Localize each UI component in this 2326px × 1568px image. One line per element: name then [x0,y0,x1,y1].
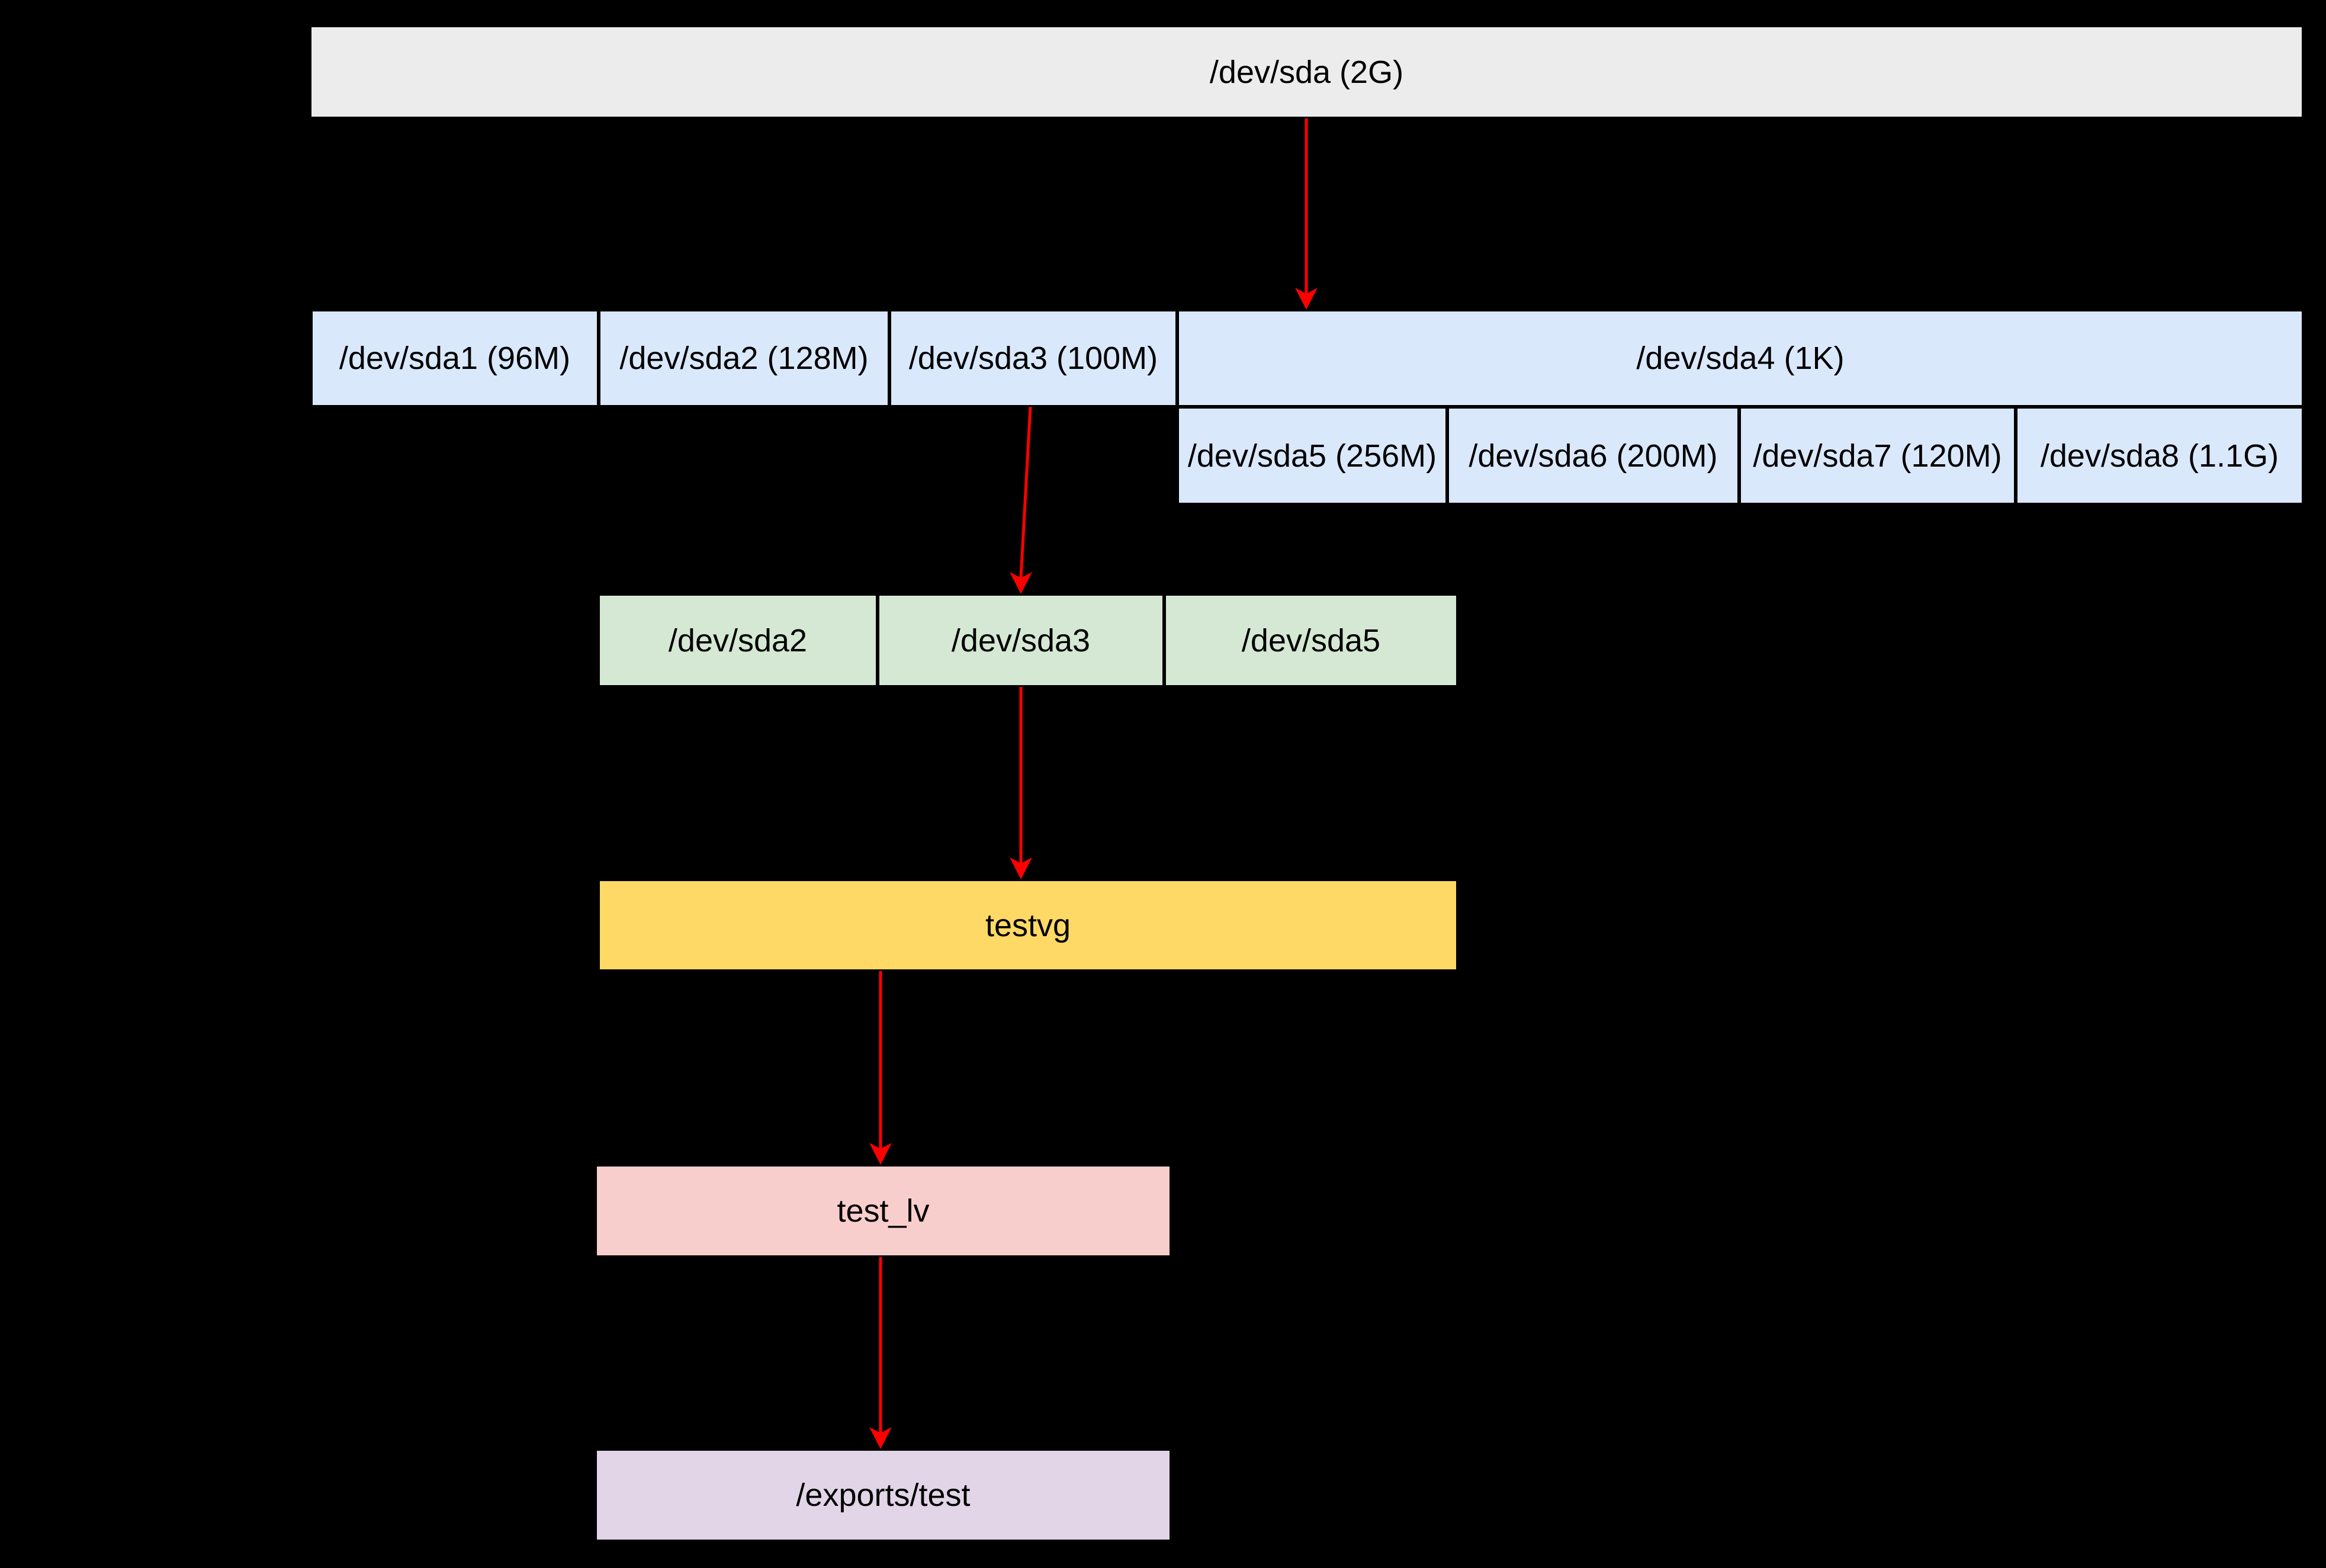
pv-sda2-label: /dev/sda2 [668,622,808,658]
arrow-head-down-icon [869,1143,892,1165]
partition-sda1-label: /dev/sda1 (96M) [339,340,571,376]
disk-sda-box: /dev/sda (2G) [310,25,2303,118]
partition-sda2-label: /dev/sda2 (128M) [619,340,869,376]
partition-sda5-box: /dev/sda5 (256M) [1177,407,1447,505]
partition-sda8-box: /dev/sda8 (1.1G) [2016,407,2303,505]
vg-testvg-box: testvg [598,879,1458,971]
partition-sda6-label: /dev/sda6 (200M) [1469,438,1718,474]
partition-sda7-label: /dev/sda7 (120M) [1753,438,2002,474]
arrow-pv-to-vg [1010,687,1032,879]
vg-testvg-label: testvg [985,907,1071,943]
disk-sda-label: /dev/sda (2G) [1209,54,1404,90]
partition-sda4-label: /dev/sda4 (1K) [1636,340,1845,376]
arrow-head-down-icon [1010,857,1032,879]
partition-sda3-label: /dev/sda3 (100M) [908,340,1158,376]
partition-sda1-box: /dev/sda1 (96M) [311,310,599,407]
arrow-vg-to-lv [869,971,892,1165]
pv-sda2-box: /dev/sda2 [598,594,878,687]
partition-sda2-box: /dev/sda2 (128M) [599,310,889,407]
arrow-sda3-to-pv [1010,406,1032,594]
arrow-head-down-icon [1010,572,1032,594]
mount-exports-test-box: /exports/test [595,1449,1171,1541]
pv-sda5-box: /dev/sda5 [1164,594,1458,687]
mount-exports-test-label: /exports/test [796,1477,971,1513]
arrow-lv-to-mount [869,1257,892,1449]
partition-sda7-box: /dev/sda7 (120M) [1739,407,2016,505]
partition-sda5-label: /dev/sda5 (256M) [1187,438,1437,474]
arrow-head-down-icon [869,1427,892,1449]
partition-sda8-label: /dev/sda8 (1.1G) [2040,438,2279,474]
partition-sda3-box: /dev/sda3 (100M) [889,310,1177,407]
arrow-disk-to-sda4 [1295,118,1318,310]
pv-sda5-label: /dev/sda5 [1241,622,1381,658]
pv-sda3-box: /dev/sda3 [878,594,1164,687]
partition-sda4-box: /dev/sda4 (1K) [1177,310,2303,407]
arrow-head-down-icon [1295,288,1318,310]
lv-test-lv-label: test_lv [837,1193,930,1229]
lv-test-lv-box: test_lv [595,1165,1171,1257]
partition-sda6-box: /dev/sda6 (200M) [1447,407,1739,505]
pv-sda3-label: /dev/sda3 [951,622,1091,658]
